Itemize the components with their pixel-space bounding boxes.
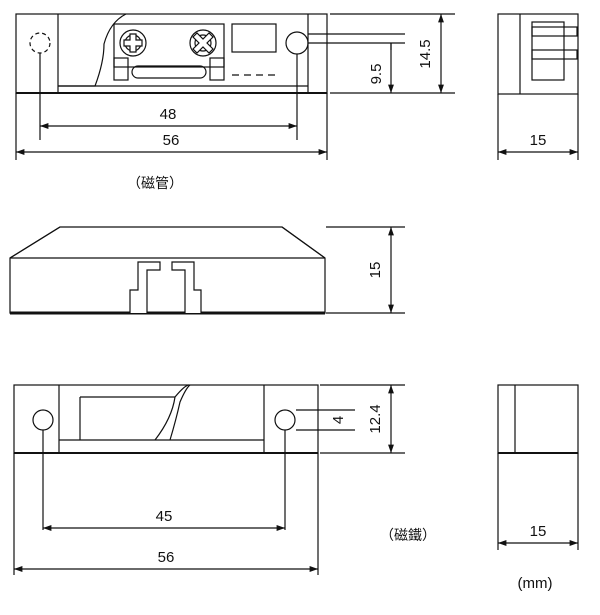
dim-reed-height-hole: 9.5: [368, 64, 385, 85]
dim-magnet-overall-length: 56: [158, 549, 175, 566]
units-label: (mm): [518, 575, 553, 592]
terminal-screw-right: [189, 29, 217, 57]
dim-magnet-width: 15: [530, 523, 547, 540]
reed-switch-top-view: [15, 13, 455, 160]
cover-break-line: [58, 13, 127, 87]
dim-reed-width: 15: [530, 132, 547, 149]
reed-switch-body: [15, 13, 328, 94]
hidden-mount-hole: [29, 32, 51, 54]
profile-body: [9, 226, 326, 314]
side-profile-view: [9, 226, 405, 315]
dim-reed-hole-spacing: 48: [160, 106, 177, 123]
dim-magnet-hole-size: 4: [330, 416, 347, 424]
magnet-hole-right: [274, 409, 296, 431]
reed-window: [231, 23, 277, 53]
dim-magnet-hole-spacing: 45: [156, 508, 173, 525]
magnet-end-view: [497, 384, 579, 550]
mount-hole: [285, 31, 309, 55]
reed-switch-end-view: [497, 13, 579, 160]
caption-magnet: （磁鐵）: [380, 527, 436, 544]
caption-reed-switch: （磁管）: [127, 176, 183, 192]
terminal-screw-left: [119, 29, 147, 57]
dim-profile-height: 15: [367, 262, 384, 279]
dim-magnet-height: 12.4: [367, 404, 384, 433]
dim-reed-overall-length: 56: [163, 132, 180, 149]
magnet-hole-left: [32, 409, 54, 431]
dim-reed-height-total: 14.5: [417, 39, 434, 68]
magnet-top-view: [13, 384, 405, 575]
